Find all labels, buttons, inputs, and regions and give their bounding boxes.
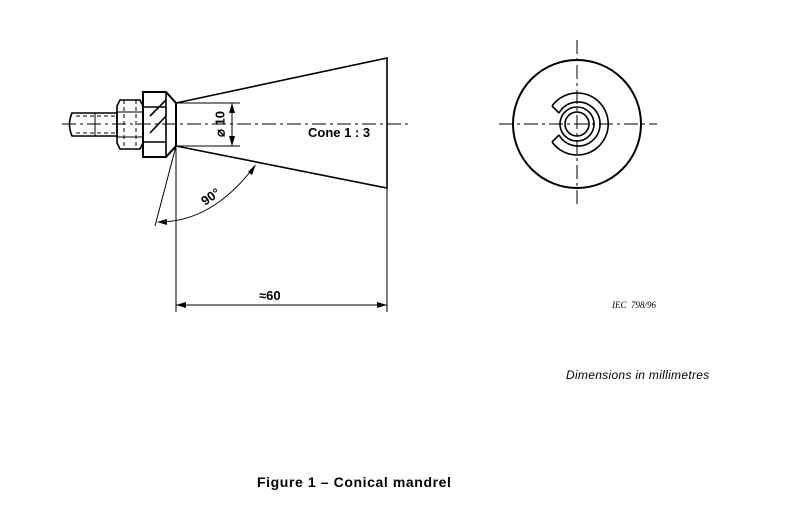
diameter-dimension: ⌀ 10 bbox=[176, 102, 240, 147]
length-label: ≈60 bbox=[259, 288, 281, 303]
side-view: ⌀ 10 Cone 1 : 3 90° ≈60 bbox=[62, 57, 410, 312]
units-note: Dimensions in millimetres bbox=[566, 368, 710, 382]
angle-label: 90° bbox=[198, 185, 223, 209]
end-view bbox=[499, 40, 657, 208]
cone-ratio-label: Cone 1 : 3 bbox=[308, 125, 370, 140]
iec-reference: IEC 798/96 bbox=[611, 300, 656, 310]
figure-caption: Figure 1 – Conical mandrel bbox=[257, 474, 452, 490]
length-dimension: ≈60 bbox=[176, 188, 388, 312]
angle-dimension: 90° bbox=[154, 145, 256, 312]
diameter-label: ⌀ 10 bbox=[212, 111, 227, 137]
cone-body bbox=[175, 57, 388, 189]
